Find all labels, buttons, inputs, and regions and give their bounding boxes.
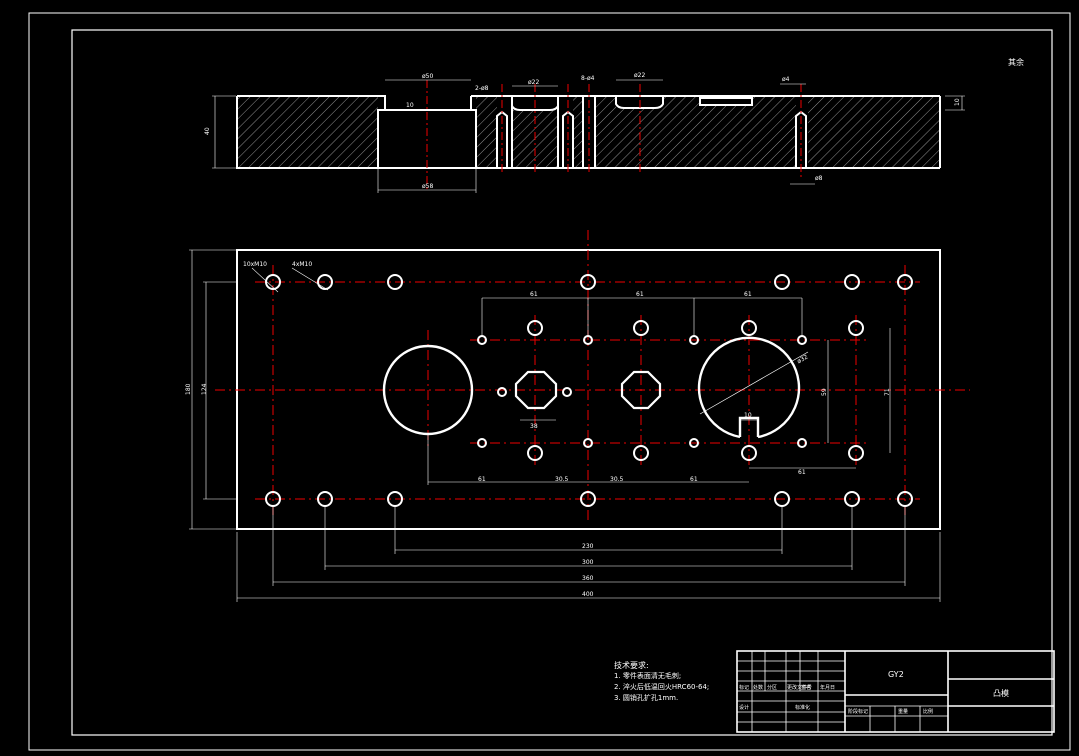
hole-ring <box>265 274 913 507</box>
dim-small-circle: 38 <box>530 423 538 430</box>
dim-span-top-right: 61 <box>744 291 752 298</box>
dim-height-total: 180 <box>185 383 192 395</box>
dim-bottom-a: 61 <box>478 476 486 483</box>
dim-bore-top: ø50 <box>422 73 433 80</box>
tb-bottom-1: 设计 <box>739 704 749 711</box>
dim-bottom-e: 61 <box>798 469 806 476</box>
tb-cell-6: 年月日 <box>820 684 835 691</box>
tb-bottom-3: 阶段标记 <box>848 708 868 715</box>
dim-overall-3: 360 <box>582 575 594 582</box>
dim-notch-width: 10 <box>744 412 752 419</box>
note-item: 2. 淬火后低温回火HRC60-64; <box>614 683 710 691</box>
notes-title: 技术要求: <box>614 661 649 670</box>
tb-part-name: 凸模 <box>993 688 1009 698</box>
note-item: 3. 圆销孔扩孔1mm. <box>614 694 679 702</box>
tb-drawing-no: GY2 <box>888 670 904 679</box>
dim-big-circle: ø32 <box>796 353 809 365</box>
tb-cell-3: 分区 <box>767 684 777 691</box>
note-item: 1. 零件表面清无毛刺; <box>614 672 682 680</box>
tb-cell-2: 处数 <box>753 684 763 691</box>
dim-span-top-mid: 61 <box>636 291 644 298</box>
dim-bore-bottom: ø58 <box>422 183 433 190</box>
dim-hole-a: 2-ø8 <box>475 85 489 92</box>
dim-overall-4: 400 <box>582 591 594 598</box>
outer-frame <box>28 12 1071 751</box>
dim-right-depth: 10 <box>954 98 961 106</box>
dim-step-depth: 10 <box>406 102 414 109</box>
plan-view <box>189 230 970 602</box>
dim-bottom-c: 30.5 <box>610 476 624 483</box>
inner-frame <box>71 29 1053 736</box>
dim-overall-1: 230 <box>582 543 594 550</box>
dim-bottom-d: 61 <box>690 476 698 483</box>
dim-slot-bottom: ø8 <box>815 175 823 182</box>
tb-cell-5: 签名 <box>801 684 811 691</box>
dim-hole-c: 8-ø4 <box>581 75 595 82</box>
surface-finish-note: 其余 <box>1008 58 1024 67</box>
tb-bottom-5: 比例 <box>923 708 933 715</box>
dim-right-vertical-a: 59 <box>821 388 828 396</box>
tb-cell-4: 更改文件号 <box>787 684 812 691</box>
dim-hole-b: ø22 <box>528 79 539 86</box>
dimension-labels: ø50 ø58 10 40 2-ø8 ø22 8-ø4 ø22 ø4 ø8 10… <box>185 72 961 598</box>
section-view <box>212 79 965 193</box>
tb-bottom-2: 标准化 <box>795 704 810 711</box>
dim-right-vertical-b: 71 <box>884 388 891 396</box>
technical-notes: 技术要求: 1. 零件表面清无毛刺; 2. 淬火后低温回火HRC60-64; 3… <box>614 660 734 704</box>
tb-cell-1: 标记 <box>739 684 749 691</box>
title-block <box>736 650 1055 733</box>
dim-height: 40 <box>204 127 211 135</box>
dim-slot: ø4 <box>782 76 790 83</box>
dim-span-top-left: 61 <box>530 291 538 298</box>
dim-overall-2: 300 <box>582 559 594 566</box>
tb-bottom-4: 重量 <box>898 708 908 715</box>
dim-height-inner: 124 <box>201 383 208 395</box>
dim-bottom-b: 30.5 <box>555 476 569 483</box>
dim-hole-d: ø22 <box>634 72 645 79</box>
dim-thread-a: 10xM10 <box>243 261 267 268</box>
dim-thread-b: 4xM10 <box>292 261 312 268</box>
